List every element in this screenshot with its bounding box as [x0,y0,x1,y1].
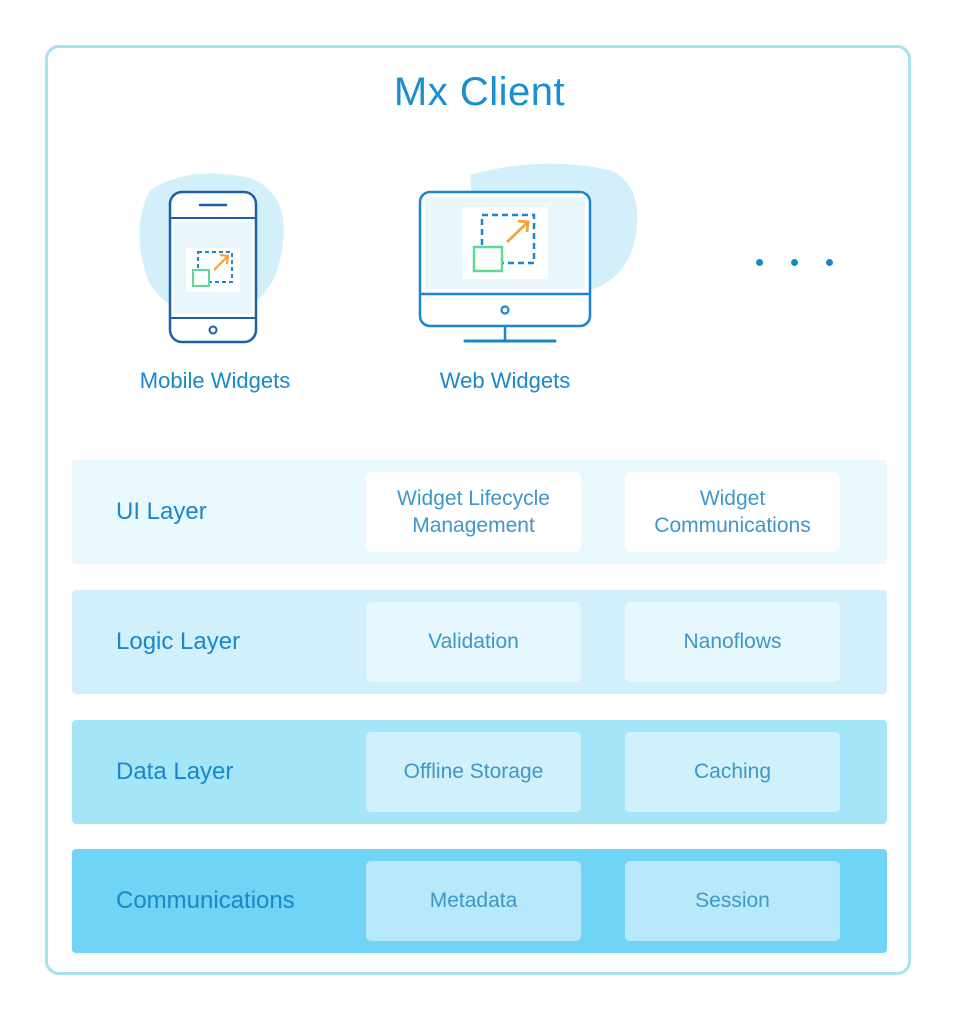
layer-name: Communications [116,887,295,914]
layer-name: Logic Layer [116,628,241,655]
layer-logic: Logic Layer Validation Nanoflows [72,590,887,694]
layer-ui: UI Layer Widget Lifecycle Management Wid… [72,460,887,564]
layer-item: Validation [366,602,581,682]
layer-item: Caching [625,732,840,812]
layer-item: Metadata [366,861,581,941]
desktop-monitor-icon [418,163,638,343]
layer-name: UI Layer [116,498,207,525]
ellipsis-dot [756,259,763,266]
web-widgets-label: Web Widgets [439,368,571,393]
mobile-phone-icon [139,173,284,344]
layer-data: Data Layer Offline Storage Caching [72,720,887,824]
ellipsis-dot [791,259,798,266]
layer-item: Widget Lifecycle Management [366,472,581,552]
layer-communications: Communications Metadata Session [72,849,887,953]
layer-item: Widget Communications [625,472,840,552]
layer-name: Data Layer [116,758,234,785]
diagram-title: Mx Client [393,70,566,114]
ellipsis-dot [826,259,833,266]
layer-item: Session [625,861,840,941]
layer-item: Nanoflows [625,602,840,682]
ellipsis-icon [756,259,836,269]
layer-item: Offline Storage [366,732,581,812]
mobile-widgets-label: Mobile Widgets [139,368,291,393]
